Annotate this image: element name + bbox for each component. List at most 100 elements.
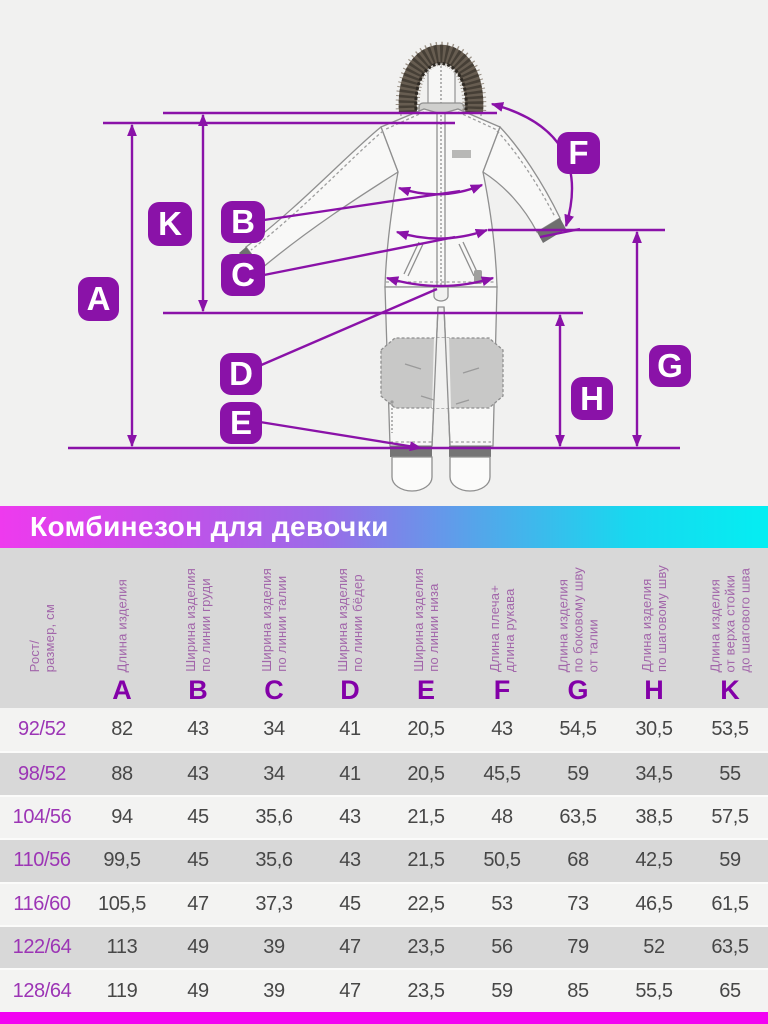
cell-a: 113 <box>106 936 138 959</box>
column-letter-k: K <box>720 675 740 705</box>
page-title: Комбинезон для девочки <box>30 511 389 542</box>
cell-f: 50,5 <box>483 849 521 872</box>
cell-c: 39 <box>263 936 285 959</box>
cell-d: 43 <box>339 805 361 828</box>
cell-c: 34 <box>263 718 285 741</box>
column-header-size: Рост/ размер, см <box>0 548 84 708</box>
connector-D <box>258 287 438 368</box>
cell-size: 116/60 <box>13 892 71 915</box>
cell-g: 63,5 <box>559 805 597 828</box>
measure-badge-e: E <box>220 402 262 444</box>
cell-size: 110/56 <box>13 849 71 872</box>
column-letter-b: B <box>188 675 208 705</box>
svg-text:F: F <box>568 134 588 171</box>
cell-b: 45 <box>187 805 209 828</box>
measurement-lines <box>68 102 680 452</box>
column-letter-a: A <box>112 675 132 705</box>
column-letter-g: G <box>567 675 589 705</box>
table-row: 128/64 119 49 39 47 23,5 59 85 55,5 65 <box>0 968 768 1012</box>
jumpsuit-drawing <box>239 41 566 492</box>
cell-b: 45 <box>187 849 209 872</box>
svg-text:B: B <box>231 203 255 240</box>
cell-k: 65 <box>719 979 741 1002</box>
cell-d: 41 <box>339 718 361 741</box>
svg-text:C: C <box>231 256 255 293</box>
column-header-d: Ширина изделия по линии бёдер D <box>312 548 388 708</box>
cell-c: 35,6 <box>255 849 293 872</box>
cell-size: 104/56 <box>12 805 72 828</box>
column-label: Ширина изделия по линии груди <box>183 568 213 672</box>
table-body: 92/52 82 43 34 41 20,5 43 54,5 30,5 53,5… <box>0 708 768 1012</box>
column-label: Длина плеча+ длина рукава <box>487 584 517 672</box>
column-letter-c: C <box>264 675 284 705</box>
svg-text:D: D <box>229 355 253 392</box>
column-header-f: Длина плеча+ длина рукава F <box>464 548 540 708</box>
cell-a: 82 <box>111 718 133 741</box>
column-letter-f: F <box>493 675 511 705</box>
cell-a: 94 <box>111 805 133 828</box>
jumpsuit-measurement-diagram: A K B C D E F <box>68 41 691 492</box>
cell-g: 73 <box>567 892 589 915</box>
arc-D-hips <box>385 276 495 288</box>
measure-badge-f: F <box>557 132 600 174</box>
cell-f: 53 <box>491 892 513 915</box>
table-row: 104/56 94 45 35,6 43 21,5 48 63,5 38,5 5… <box>0 794 768 839</box>
hood-fur <box>395 41 487 114</box>
connector-E <box>259 420 423 452</box>
column-label: Длина изделия от верха стойки до шаговог… <box>707 567 753 672</box>
measure-badge-a: A <box>78 277 119 321</box>
cell-c: 34 <box>263 762 285 785</box>
cell-d: 47 <box>339 936 361 959</box>
connector-B <box>263 189 461 222</box>
svg-text:G: G <box>657 347 683 384</box>
table-row: 110/56 99,5 45 35,6 43 21,5 50,5 68 42,5… <box>0 838 768 882</box>
cell-f: 56 <box>491 936 513 959</box>
cell-b: 43 <box>187 762 209 785</box>
column-letter-h: H <box>644 675 664 705</box>
cell-d: 43 <box>339 849 361 872</box>
cell-g: 85 <box>567 979 589 1002</box>
column-letter-e: E <box>416 675 435 705</box>
table-row: 116/60 105,5 47 37,3 45 22,5 53 73 46,5 … <box>0 881 768 925</box>
table-header: Рост/ размер, см Длина изделия A Ширина … <box>0 548 768 708</box>
cell-c: 37,3 <box>255 892 293 915</box>
cell-f: 48 <box>491 805 513 828</box>
cell-a: 119 <box>106 979 138 1002</box>
tick-cuff <box>539 227 581 239</box>
cell-b: 49 <box>187 936 209 959</box>
svg-text:H: H <box>580 380 604 417</box>
size-table: Рост/ размер, см Длина изделия A Ширина … <box>0 548 768 1012</box>
column-label: Длина изделия по боковому шву от талии <box>555 566 601 672</box>
cell-a: 105,5 <box>97 892 147 915</box>
column-letter-d: D <box>340 675 360 705</box>
cell-e: 22,5 <box>407 892 445 915</box>
cell-f: 43 <box>491 718 513 741</box>
cell-h: 30,5 <box>635 718 673 741</box>
cell-h: 38,5 <box>635 805 673 828</box>
cell-e: 20,5 <box>407 718 445 741</box>
cell-size: 122/64 <box>12 936 72 959</box>
column-label: Ширина изделия по линии талии <box>259 568 289 672</box>
cell-e: 23,5 <box>407 936 445 959</box>
column-label: Длина изделия по шаговому шву <box>639 565 669 672</box>
cell-h: 42,5 <box>635 849 673 872</box>
column-label: Рост/ размер, см <box>27 603 57 672</box>
column-header-k: Длина изделия от верха стойки до шаговог… <box>692 548 768 708</box>
cell-a: 99,5 <box>103 849 141 872</box>
cell-e: 23,5 <box>407 979 445 1002</box>
cell-d: 45 <box>339 892 361 915</box>
cell-k: 53,5 <box>711 718 749 741</box>
cell-a: 88 <box>111 762 133 785</box>
table-row: 122/64 113 49 39 47 23,5 56 79 52 63,5 <box>0 924 768 969</box>
svg-text:K: K <box>158 205 182 242</box>
cell-g: 59 <box>567 762 589 785</box>
cell-h: 34,5 <box>635 762 673 785</box>
measure-badge-d: D <box>220 353 262 395</box>
cell-k: 57,5 <box>711 805 749 828</box>
column-label: Длина изделия <box>114 578 130 672</box>
table-row: 92/52 82 43 34 41 20,5 43 54,5 30,5 53,5 <box>0 708 768 752</box>
cell-h: 52 <box>643 936 665 959</box>
cell-b: 49 <box>187 979 209 1002</box>
column-header-c: Ширина изделия по линии талии C <box>236 548 312 708</box>
column-header-a: Длина изделия A <box>84 548 160 708</box>
